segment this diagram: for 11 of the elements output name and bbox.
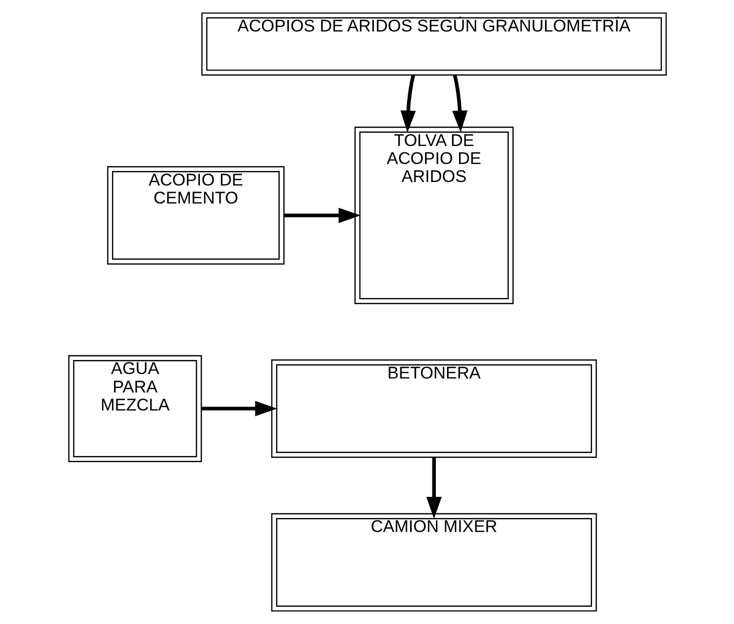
- node-box: BETONERA: [270, 359, 596, 458]
- node-box: ACOPIOS DE ARIDOS SEGÚN GRANULOMETRÍA: [200, 12, 666, 76]
- arrow: [400, 74, 416, 133]
- node-box: TOLVA DE ACOPIO DE ARIDOS: [354, 126, 514, 304]
- node-box: CAMION MIXER: [270, 513, 596, 612]
- arrow: [426, 457, 442, 519]
- arrow: [284, 208, 360, 224]
- node-box: ACOPIO DE CEMENTO: [106, 166, 284, 265]
- arrow: [452, 74, 468, 133]
- node-box: AGUA PARA MEZCLA: [68, 355, 202, 462]
- arrow: [201, 400, 277, 416]
